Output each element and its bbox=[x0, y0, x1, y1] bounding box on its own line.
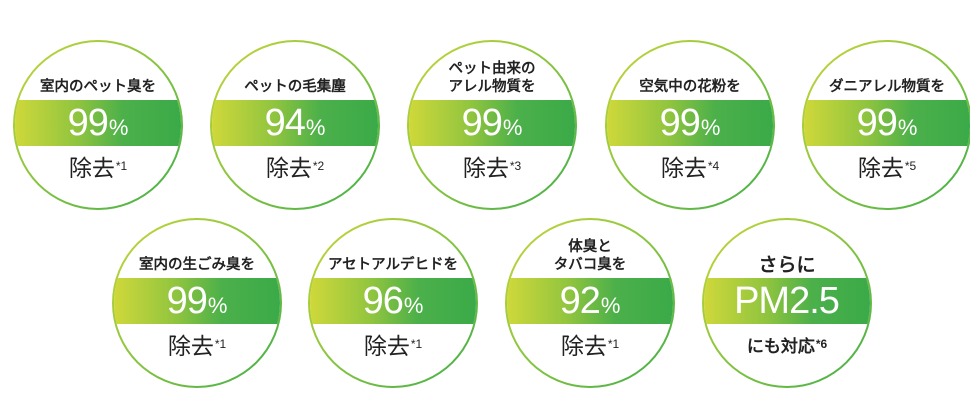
badge-value: 99 bbox=[659, 101, 701, 144]
footnote-mark: *6 bbox=[815, 337, 828, 351]
badge-top-text: 室内の生ごみ臭を bbox=[139, 257, 255, 273]
badge-bottom-text: 除去 bbox=[167, 334, 214, 360]
badge-bottom-text: 除去 bbox=[363, 334, 410, 360]
badge-bottom: 除去*3 bbox=[409, 148, 575, 184]
badge-value-band: PM2.5 bbox=[704, 278, 870, 324]
badge-value: 96 bbox=[362, 279, 404, 322]
badge-unit: % bbox=[897, 115, 918, 140]
badge-acetaldehyde: アセトアルデヒドを 96% 除去*1 bbox=[308, 218, 478, 388]
badge-unit: % bbox=[600, 293, 621, 318]
badge-value-band: 99% bbox=[607, 100, 773, 146]
footnote-mark: *5 bbox=[904, 159, 917, 173]
badge-bottom: 除去*1 bbox=[310, 326, 476, 362]
badge-unit: % bbox=[700, 115, 721, 140]
badge-value-band: 94% bbox=[212, 100, 378, 146]
badge-top-text: ダニアレル物質を bbox=[829, 79, 945, 95]
badge-pet-allergen: ペット由来の アレル物質を 99% 除去*3 bbox=[407, 40, 577, 210]
badge-unit: % bbox=[108, 115, 129, 140]
footnote-mark: *3 bbox=[509, 159, 522, 173]
badge-value: PM2.5 bbox=[734, 279, 840, 322]
badge-bottom: 除去*1 bbox=[507, 326, 673, 362]
badge-value: 94 bbox=[264, 101, 306, 144]
badge-top-text: 体臭と タバコ臭を bbox=[553, 239, 627, 273]
footnote-mark: *1 bbox=[115, 159, 128, 173]
badge-pet-hair: ペットの毛集塵 94% 除去*2 bbox=[210, 40, 380, 210]
badge-top-text: 室内のペット臭を bbox=[40, 79, 156, 95]
badge-value-band: 99% bbox=[409, 100, 575, 146]
badge-bottom-text: 除去 bbox=[462, 156, 509, 182]
footnote-mark: *2 bbox=[312, 159, 325, 173]
badge-value: 99 bbox=[856, 101, 898, 144]
badge-bottom: 除去*4 bbox=[607, 148, 773, 184]
badge-value-band: 99% bbox=[114, 278, 280, 324]
badge-bottom: 除去*5 bbox=[804, 148, 970, 184]
badge-bottom-text: にも対応 bbox=[746, 336, 815, 357]
badge-value-band: 92% bbox=[507, 278, 673, 324]
badge-unit: % bbox=[305, 115, 326, 140]
badge-value: 99 bbox=[461, 101, 503, 144]
badge-top-text: ペット由来の アレル物質を bbox=[448, 61, 536, 95]
footnote-mark: *4 bbox=[707, 159, 720, 173]
badge-pollen: 空気中の花粉を 99% 除去*4 bbox=[605, 40, 775, 210]
badge-top-text: ペットの毛集塵 bbox=[244, 79, 346, 95]
badge-bottom: 除去*1 bbox=[114, 326, 280, 362]
badge-unit: % bbox=[207, 293, 228, 318]
badge-bottom: 除去*2 bbox=[212, 148, 378, 184]
badge-top-text: 空気中の花粉を bbox=[639, 79, 741, 95]
badge-top-text: さらに bbox=[758, 254, 816, 276]
footnote-mark: *1 bbox=[214, 337, 227, 351]
badge-value-band: 96% bbox=[310, 278, 476, 324]
badge-bottom: にも対応*6 bbox=[704, 326, 870, 362]
badge-value-band: 99% bbox=[804, 100, 970, 146]
badge-garbage-odor: 室内の生ごみ臭を 99% 除去*1 bbox=[112, 218, 282, 388]
badge-bottom-text: 除去 bbox=[68, 156, 115, 182]
badge-value: 99 bbox=[166, 279, 208, 322]
badge-unit: % bbox=[502, 115, 523, 140]
badge-unit: % bbox=[403, 293, 424, 318]
badge-value: 92 bbox=[559, 279, 601, 322]
badge-body-tobacco-odor: 体臭と タバコ臭を 92% 除去*1 bbox=[505, 218, 675, 388]
badge-bottom-text: 除去 bbox=[560, 334, 607, 360]
badge-value: 99 bbox=[67, 101, 109, 144]
footnote-mark: *1 bbox=[410, 337, 423, 351]
badge-top-text: アセトアルデヒドを bbox=[327, 257, 459, 273]
footnote-mark: *1 bbox=[607, 337, 620, 351]
badge-dust-mite: ダニアレル物質を 99% 除去*5 bbox=[802, 40, 970, 210]
badge-bottom-text: 除去 bbox=[857, 156, 904, 182]
badge-bottom: 除去*1 bbox=[15, 148, 181, 184]
badge-bottom-text: 除去 bbox=[265, 156, 312, 182]
badge-pm25: さらに PM2.5 にも対応*6 bbox=[702, 218, 872, 388]
badge-bottom-text: 除去 bbox=[660, 156, 707, 182]
badge-pet-odor: 室内のペット臭を 99% 除去*1 bbox=[13, 40, 183, 210]
badge-value-band: 99% bbox=[15, 100, 181, 146]
